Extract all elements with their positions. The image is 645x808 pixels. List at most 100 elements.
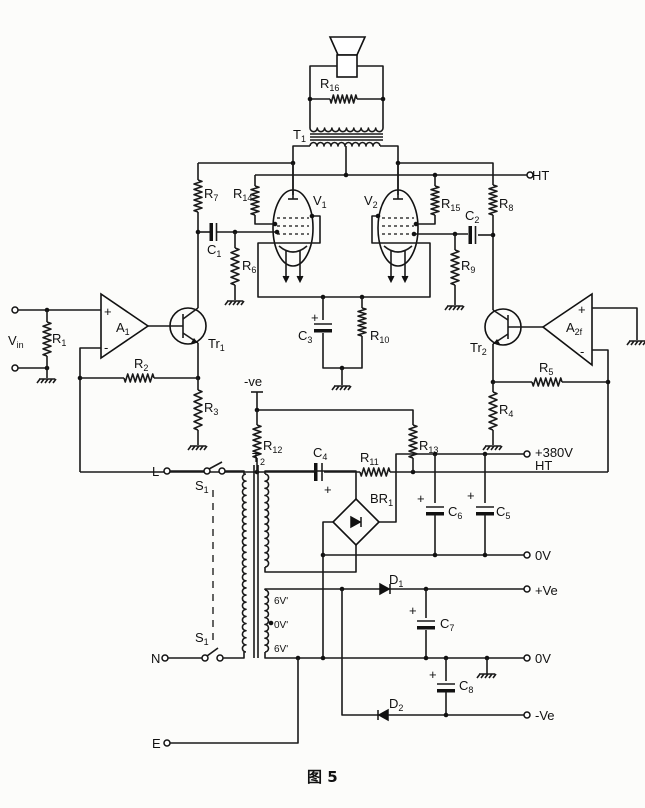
label-a2-minus: - <box>580 344 584 359</box>
wire <box>170 658 299 744</box>
resistor <box>408 424 418 459</box>
label-ht-out: HT <box>535 458 552 473</box>
wire <box>223 652 245 659</box>
wire <box>225 470 245 474</box>
wire <box>257 242 431 298</box>
wire <box>398 162 494 185</box>
opamp-a2 <box>541 292 593 367</box>
label-pos-ve: +Ve <box>535 583 558 598</box>
resistor <box>250 185 260 216</box>
label-0v-ht: 0V <box>535 548 551 563</box>
ground-icon <box>482 445 503 451</box>
figure-caption: 图 5 <box>307 768 338 786</box>
wire <box>264 652 524 659</box>
label-c8-plus: + <box>429 667 437 682</box>
label-d2: D2 <box>389 696 403 713</box>
wire <box>309 65 337 128</box>
terminal <box>163 739 171 747</box>
label-c2: C2 <box>465 208 479 225</box>
label-ht: HT <box>532 168 549 183</box>
resistor <box>193 179 203 213</box>
transformer-winding <box>264 473 270 568</box>
label-tap-0v: 0V' <box>274 620 288 631</box>
transformer-winding <box>309 127 384 133</box>
bridge-rectifier <box>331 497 381 547</box>
label-r16: R16 <box>320 76 339 93</box>
diode-icon <box>377 708 389 722</box>
label-v2: V2 <box>364 193 378 210</box>
label-r10: R10 <box>370 328 389 345</box>
ground-icon <box>36 378 57 384</box>
label-c5: C5 <box>496 504 510 521</box>
label-r5: R5 <box>539 360 553 377</box>
wire <box>264 545 357 573</box>
capacitor-plate <box>468 226 472 244</box>
wire <box>341 589 378 716</box>
terminal <box>523 551 531 559</box>
label-r1: R1 <box>52 331 66 348</box>
label-c1: C1 <box>207 242 221 259</box>
label-r9: R9 <box>461 258 475 275</box>
label-r14: R14 <box>233 186 252 203</box>
label-c6: C6 <box>448 504 462 521</box>
junction-dot <box>432 552 438 558</box>
terminal <box>218 467 226 475</box>
label-tr2: Tr2 <box>470 340 487 357</box>
label-r4: R4 <box>499 402 513 419</box>
switch-lever <box>208 461 223 470</box>
junction-dot <box>482 552 488 558</box>
wire <box>79 347 101 472</box>
label-r3: R3 <box>204 400 218 417</box>
capacitor-plate <box>417 626 435 630</box>
junction-dot <box>343 172 349 178</box>
label-s1-bottom: S1 <box>195 630 209 647</box>
junction-dot <box>274 229 280 235</box>
label-a1-minus: - <box>104 340 108 355</box>
label-c3-plus: + <box>311 310 319 325</box>
wire <box>492 309 509 321</box>
capacitor-plate <box>476 512 494 516</box>
label-c5-plus: + <box>467 488 475 503</box>
terminal <box>523 450 531 458</box>
switch-lever <box>206 647 219 657</box>
label-r7: R7 <box>204 186 218 203</box>
label-r6: R6 <box>242 258 256 275</box>
wire <box>275 215 321 244</box>
terminal <box>201 654 209 662</box>
capacitor-plate <box>314 463 318 481</box>
wire <box>416 215 436 225</box>
ground-icon <box>187 445 208 451</box>
transformer-winding <box>241 473 247 653</box>
label-a1: A1 <box>116 320 130 337</box>
wire <box>357 65 384 128</box>
valve-cathode <box>383 245 413 253</box>
label-earth: E <box>152 736 161 751</box>
label-neg-supply: -ve <box>244 374 262 389</box>
label-r11: R11 <box>360 450 379 467</box>
ground-icon <box>224 300 245 306</box>
label-r13: R13 <box>419 438 438 455</box>
wire <box>256 392 414 425</box>
label-vin: Vin <box>8 333 24 350</box>
label-c6-plus: + <box>417 491 425 506</box>
label-v1: V1 <box>313 193 327 210</box>
terminal <box>203 467 211 475</box>
transformer-winding <box>264 589 270 653</box>
ground-icon <box>444 305 465 311</box>
valve-v2 <box>377 189 419 267</box>
emitter-arrow <box>191 338 198 343</box>
label-c8: C8 <box>459 678 473 695</box>
wire <box>182 307 199 320</box>
wire <box>322 333 363 369</box>
junction-dot <box>380 96 386 102</box>
label-c4-plus: + <box>324 482 332 497</box>
junction-dot <box>411 231 417 237</box>
label-c4: C4 <box>313 445 327 462</box>
wire <box>292 145 310 195</box>
junction-dot <box>272 221 278 227</box>
wire <box>380 145 399 195</box>
label-r12: R12 <box>263 438 282 455</box>
label-c7: C7 <box>440 616 454 633</box>
capacitor-plate <box>314 329 332 333</box>
wire <box>592 307 638 340</box>
